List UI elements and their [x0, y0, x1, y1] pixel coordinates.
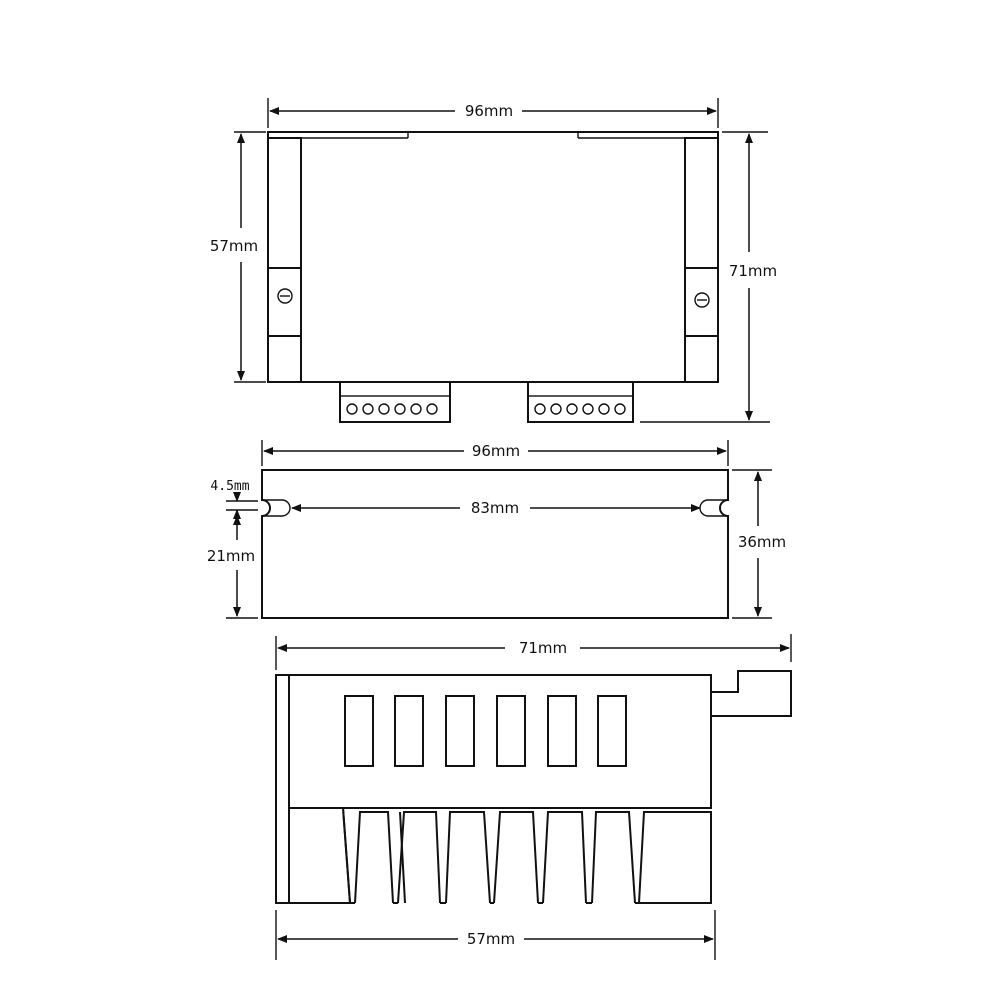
connector-right — [527, 381, 634, 423]
end-bottom-width-label: 57mm — [467, 930, 515, 948]
top-inner-height-label: 57mm — [210, 237, 258, 255]
top-view-body — [267, 131, 719, 383]
slot-height-label: 21mm — [207, 547, 255, 565]
connector-left-pins — [346, 403, 438, 415]
top-width-label: 96mm — [465, 102, 513, 120]
left-flange — [267, 137, 302, 383]
top-view: 96mm 57mm 71mm — [210, 98, 777, 423]
screw-icon — [694, 292, 710, 308]
end-left-plate — [275, 674, 290, 904]
end-top-width-label: 71mm — [519, 639, 567, 657]
connector-right-pins — [534, 403, 626, 415]
side-view-body — [261, 469, 729, 619]
end-windows — [344, 695, 627, 767]
screw-icon — [277, 288, 293, 304]
slot-offset-label: 4.5mm — [210, 479, 249, 494]
side-height-label: 36mm — [738, 533, 786, 551]
heatsink-fins — [288, 807, 712, 904]
connector-left — [339, 381, 451, 423]
top-height-label: 71mm — [729, 262, 777, 280]
end-body — [288, 674, 712, 809]
side-view: 96mm 83mm 4.5mm 21mm 36mm — [207, 440, 786, 619]
right-flange — [684, 137, 719, 383]
slot-spacing-label: 83mm — [471, 499, 519, 517]
end-connector-tab — [711, 670, 792, 717]
side-width-label: 96mm — [472, 442, 520, 460]
end-view: 71mm 57mm — [275, 634, 792, 960]
